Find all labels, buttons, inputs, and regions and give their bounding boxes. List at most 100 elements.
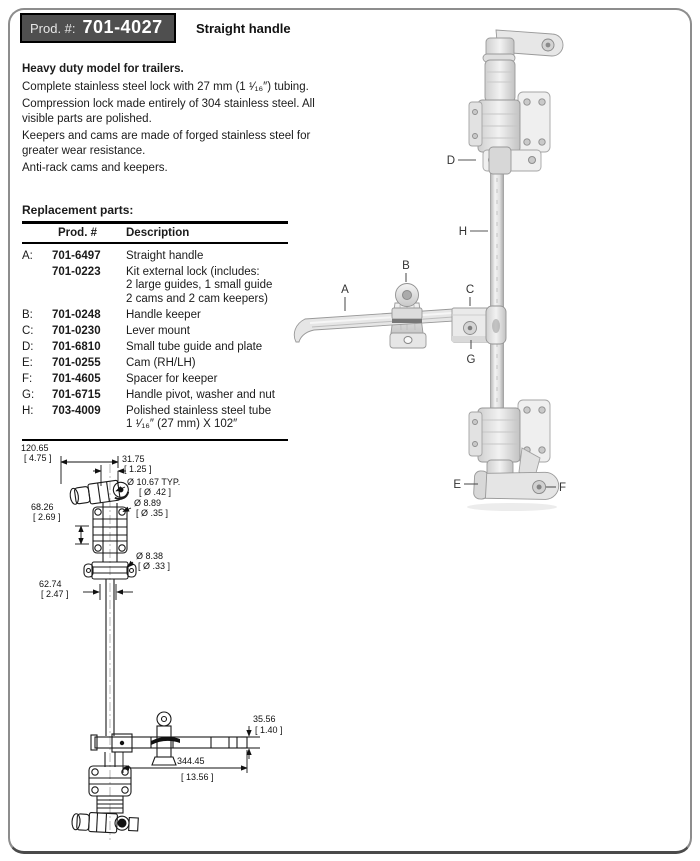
product-number: 701-4027 <box>82 17 163 37</box>
row-prod-number: 701-6497 <box>52 249 101 262</box>
row-description: Handle keeper <box>126 308 201 321</box>
handle-keeper-clip <box>391 307 423 320</box>
row-prod-number: 701-4605 <box>52 372 101 385</box>
row-description: Straight handle <box>126 249 204 262</box>
part-label-d: D <box>447 155 455 167</box>
row-description: Handle pivot, washer and nut <box>126 388 275 401</box>
table-row: F: 701-4605 Spacer for keeper <box>22 373 288 387</box>
row-letter: C: <box>22 324 34 337</box>
dim-handle-length-mm: 344.45 <box>177 756 205 766</box>
part-label-h: H <box>459 226 467 238</box>
parts-table-title: Replacement parts: <box>22 203 134 217</box>
dim-keeper-height-in: [ 2.69 ] <box>33 512 61 522</box>
description-paragraph: Compression lock made entirely of 304 st… <box>22 98 315 125</box>
row-letter: B: <box>22 308 33 321</box>
small-tube-guide-plate <box>482 146 542 175</box>
row-prod-number: 701-6715 <box>52 388 101 401</box>
handle-assembly <box>293 283 507 349</box>
row-description: Lever mount <box>126 324 190 337</box>
row-description: Small tube guide and plate <box>126 340 263 353</box>
table-row: E: 701-0255 Cam (RH/LH) <box>22 357 288 371</box>
dim-overall-width-mm: 120.65 <box>21 443 49 453</box>
top-keeper-assembly <box>468 29 564 153</box>
parts-table-body: A: 701-6497 Straight handle 701-0223 Kit… <box>22 244 288 441</box>
dim-hole-889-mm: Ø 8.89 <box>134 498 161 508</box>
product-illustration: A B C D E F G H <box>293 29 566 511</box>
dim-keeper-height-mm: 68.26 <box>31 502 54 512</box>
part-label-g: G <box>467 354 476 366</box>
row-description: Polished stainless steel tube 1 ¹⁄₁₆″ (2… <box>126 405 288 432</box>
row-description: Kit external lock (includes: 2 large gui… <box>126 266 288 307</box>
table-row: C: 701-0230 Lever mount <box>22 325 288 339</box>
description-paragraph: Complete stainless steel lock with 27 mm… <box>22 80 309 93</box>
table-row: D: 701-6810 Small tube guide and plate <box>22 341 288 355</box>
table-row: 701-0223 Kit external lock (includes: 2 … <box>22 266 288 307</box>
part-label-c: C <box>466 284 474 296</box>
handle-keeper-drawing <box>151 711 180 766</box>
part-label-a: A <box>341 284 349 296</box>
dim-hole-typ-in: [ Ø .42 ] <box>139 487 171 497</box>
row-letter: D: <box>22 340 34 353</box>
replacement-parts-section: Replacement parts: Prod. # Description A… <box>22 203 288 441</box>
bottom-left-flange <box>468 411 483 457</box>
dim-guide-offset-in: [ 2.47 ] <box>41 589 69 599</box>
row-description-line: 2 cams and 2 cam keepers) <box>126 292 268 305</box>
product-subtitle: Straight handle <box>196 21 291 36</box>
bottom-cam <box>71 811 139 834</box>
row-description-line: 1 ¹⁄₁₆″ (27 mm) X 102″ <box>126 418 238 430</box>
keeper-bracket <box>92 506 128 554</box>
description-lead: Heavy duty model for trailers. <box>22 63 184 75</box>
row-description-line: Polished stainless steel tube <box>126 404 272 417</box>
part-label-e: E <box>453 479 461 491</box>
product-number-box: Prod. #: 701-4027 <box>20 13 176 43</box>
bottom-keeper-assembly <box>467 399 560 511</box>
row-letter: G: <box>22 388 35 401</box>
dim-hole-typ-mm: Ø 10.67 TYP. <box>127 477 180 487</box>
product-number-label: Prod. #: <box>30 21 76 36</box>
dim-handle-offset-mm: 31.75 <box>122 454 145 464</box>
dim-guide-offset-mm: 62.74 <box>39 579 62 589</box>
top-cam <box>69 479 130 505</box>
top-left-flange <box>468 101 483 147</box>
part-label-f: F <box>559 482 566 494</box>
row-prod-number: 701-0230 <box>52 324 101 337</box>
row-prod-number: 701-0248 <box>52 308 101 321</box>
column-header-prod: Prod. # <box>58 227 97 239</box>
table-row: A: 701-6497 Straight handle <box>22 250 288 264</box>
bottom-keeper-body <box>477 407 521 463</box>
table-row: H: 703-4009 Polished stainless steel tub… <box>22 405 288 432</box>
dim-hole-838-mm: Ø 8.38 <box>136 551 163 561</box>
product-description: Heavy duty model for trailers. Complete … <box>22 62 324 179</box>
description-paragraph: Anti-rack cams and keepers. <box>22 162 168 174</box>
dim-handle-length-in: [ 13.56 ] <box>181 772 214 782</box>
row-prod-number: 701-0223 <box>52 265 101 278</box>
table-row: G: 701-6715 Handle pivot, washer and nut <box>22 389 288 403</box>
row-letter: H: <box>22 404 34 417</box>
row-description-line: 2 large guides, 1 small guide <box>126 279 273 291</box>
table-row: B: 701-0248 Handle keeper <box>22 309 288 323</box>
row-letter: E: <box>22 356 33 369</box>
dimension-drawing: 120.65 [ 4.75 ] 31.75 [ 1.25 ] Ø 10.67 T… <box>21 443 283 840</box>
row-prod-number: 701-6810 <box>52 340 101 353</box>
column-header-letter <box>22 227 52 239</box>
part-label-leaders <box>344 159 556 488</box>
row-letter: A: <box>22 249 33 262</box>
column-header-description: Description <box>126 227 190 239</box>
row-description: Cam (RH/LH) <box>126 356 196 369</box>
dimension-lines <box>60 456 260 773</box>
handle-pivot-block <box>111 733 133 753</box>
row-letter: F: <box>22 372 33 385</box>
dim-handle-height-mm: 35.56 <box>253 714 276 724</box>
description-paragraph: Keepers and cams are made of forged stai… <box>22 130 311 157</box>
row-description: Spacer for keeper <box>126 372 218 385</box>
row-description-line: Kit external lock (includes: <box>126 265 260 278</box>
row-prod-number: 701-0255 <box>52 356 101 369</box>
tube-guide <box>83 561 137 580</box>
dim-handle-height-in: [ 1.40 ] <box>255 725 283 735</box>
bottom-cam-arm <box>473 470 560 500</box>
row-prod-number: 703-4009 <box>52 404 101 417</box>
dim-handle-offset-in: [ 1.25 ] <box>124 464 152 474</box>
dim-overall-width-in: [ 4.75 ] <box>24 453 52 463</box>
row-letter <box>22 266 52 307</box>
